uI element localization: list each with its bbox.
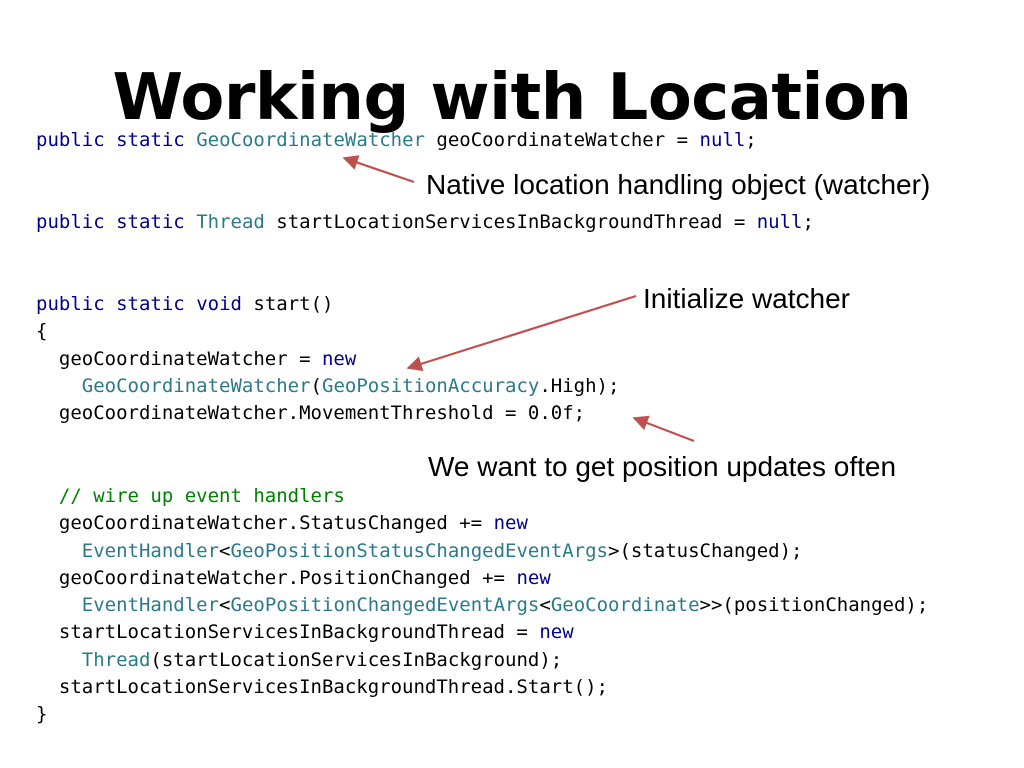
code-text: geoCoordinateWatcher.PositionChanged +=	[36, 566, 517, 589]
code-text: {	[36, 320, 48, 343]
code-text: geoCoordinateWatcher.MovementThreshold =…	[36, 402, 586, 425]
code-text: startLocationServicesInBackgroundThread …	[264, 211, 757, 233]
code-text: >>(positionChanged);	[699, 594, 929, 617]
code-line: // wire up event handlers	[36, 483, 928, 510]
code-text: (	[310, 374, 322, 397]
code-keyword: null	[699, 129, 746, 151]
code-type: GeoPositionAccuracy	[322, 374, 540, 397]
code-event-handlers: // wire up event handlers geoCoordinateW…	[36, 483, 928, 729]
code-keyword: new	[539, 621, 574, 644]
code-text: }	[36, 703, 48, 726]
code-start-method: public static void start(){ geoCoordinat…	[36, 291, 619, 427]
code-line: public static Thread startLocationServic…	[36, 209, 814, 236]
code-text: start()	[241, 293, 334, 315]
code-line: geoCoordinateWatcher = new	[36, 346, 619, 373]
code-type: Thread	[196, 211, 265, 233]
code-text: >(statusChanged);	[608, 539, 803, 562]
code-type: Thread	[81, 648, 151, 671]
code-line: EventHandler<GeoPositionChangedEventArgs…	[36, 592, 929, 619]
code-line: geoCoordinateWatcher.StatusChanged += ne…	[36, 510, 928, 537]
code-line: geoCoordinateWatcher.MovementThreshold =…	[36, 400, 619, 427]
code-text: geoCoordinateWatcher.StatusChanged +=	[36, 512, 494, 535]
code-type: EventHandler	[81, 539, 220, 562]
code-text: geoCoordinateWatcher =	[424, 129, 700, 151]
code-line: geoCoordinateWatcher.PositionChanged += …	[36, 565, 928, 592]
code-line: }	[36, 701, 928, 728]
code-keyword: void	[196, 293, 242, 315]
code-text: <	[219, 539, 231, 562]
code-text: ;	[802, 211, 814, 233]
arrow-to-watcher-type	[342, 155, 415, 184]
code-type: GeoPositionChangedEventArgs	[230, 594, 540, 617]
code-thread-declaration: public static Thread startLocationServic…	[36, 209, 814, 236]
code-keyword: public	[36, 211, 105, 233]
code-line: {	[36, 318, 619, 345]
code-text: geoCoordinateWatcher =	[36, 347, 322, 370]
slide-title: Working with Location	[112, 61, 912, 135]
code-line: Thread(startLocationServicesInBackground…	[36, 647, 928, 674]
code-line: GeoCoordinateWatcher(GeoPositionAccuracy…	[36, 373, 620, 400]
code-line: EventHandler<GeoPositionStatusChangedEve…	[36, 538, 928, 565]
code-text: .High);	[539, 374, 620, 397]
code-type: GeoCoordinateWatcher	[196, 129, 425, 151]
annotation-init: Initialize watcher	[643, 283, 850, 314]
code-keyword: new	[493, 512, 528, 535]
code-text: (startLocationServicesInBackground);	[150, 648, 563, 671]
arrow-to-movement-threshold	[632, 415, 695, 443]
code-text: startLocationServicesInBackgroundThread.…	[36, 676, 608, 699]
code-text: startLocationServicesInBackgroundThread …	[36, 621, 540, 644]
code-type: GeoPositionStatusChangedEventArgs	[230, 539, 609, 562]
code-keyword: static	[116, 211, 185, 233]
code-keyword: static	[116, 293, 185, 315]
annotation-watcher: Native location handling object (watcher…	[426, 169, 931, 200]
code-keyword: static	[116, 129, 185, 151]
code-text: ;	[745, 129, 757, 151]
code-comment: // wire up event handlers	[58, 485, 345, 507]
annotation-updates: We want to get position updates often	[428, 451, 897, 482]
code-line: startLocationServicesInBackgroundThread.…	[36, 674, 928, 701]
code-keyword: public	[36, 129, 105, 151]
code-keyword: null	[756, 211, 803, 233]
code-line: startLocationServicesInBackgroundThread …	[36, 619, 928, 646]
code-text: <	[539, 594, 551, 617]
code-type: GeoCoordinateWatcher	[81, 374, 311, 397]
code-watcher-declaration: public static GeoCoordinateWatcher geoCo…	[36, 127, 757, 154]
code-type: EventHandler	[81, 594, 220, 617]
arrow-to-new-watcher	[406, 294, 637, 372]
code-keyword: new	[516, 566, 551, 589]
code-line: public static GeoCoordinateWatcher geoCo…	[36, 127, 757, 154]
code-text: <	[219, 594, 231, 617]
code-keyword: public	[36, 293, 105, 315]
code-type: GeoCoordinate	[550, 594, 700, 617]
code-line: public static void start()	[36, 291, 619, 318]
code-keyword: new	[321, 347, 357, 370]
